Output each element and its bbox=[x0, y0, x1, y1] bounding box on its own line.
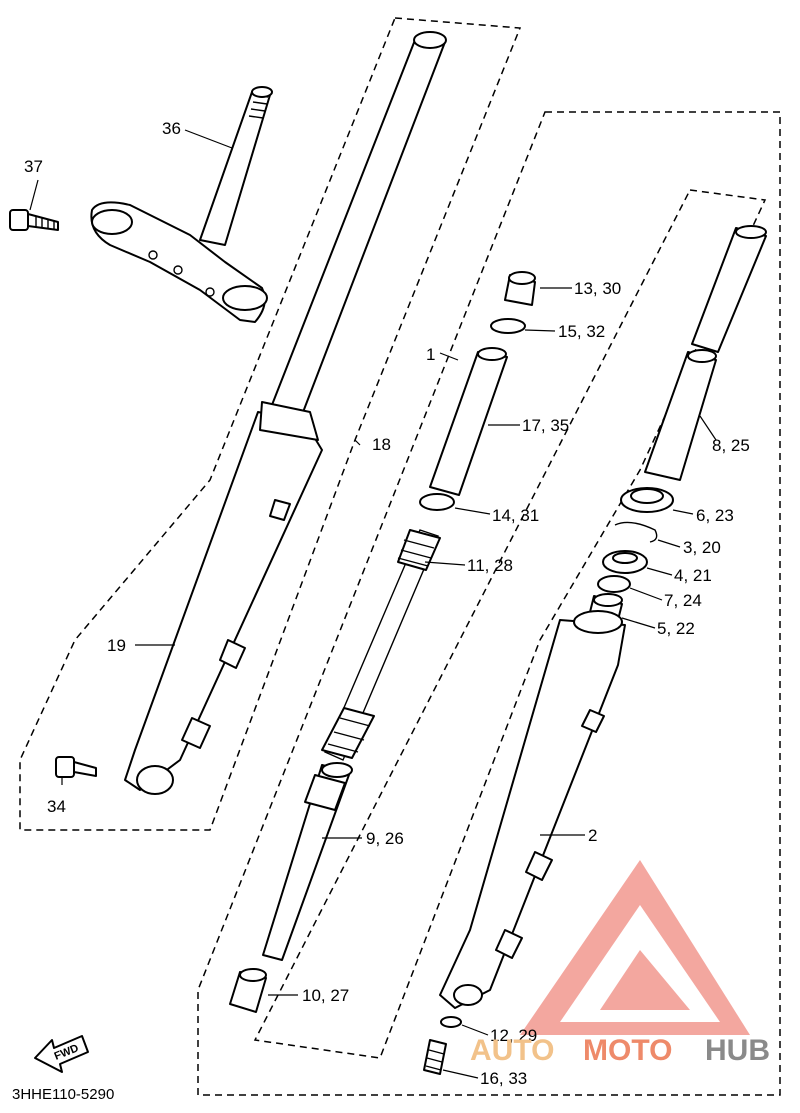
part-11-fork-spring bbox=[321, 529, 441, 761]
bracket-clamp-left bbox=[91, 209, 133, 235]
left-fork-boundary bbox=[19, 17, 522, 831]
part-3-circlip bbox=[614, 521, 658, 543]
part-12-gasket bbox=[440, 1016, 462, 1028]
part-15-o-ring bbox=[490, 318, 526, 334]
caliper-lug-2 bbox=[219, 639, 246, 669]
watermark-moto: MOTO bbox=[583, 1034, 672, 1067]
part-labels: 36 37 18 19 34 1 13, 30 15, 32 17, 35 14… bbox=[24, 119, 750, 1088]
outer-tube-lug-c bbox=[495, 929, 523, 959]
caliper-lug-3 bbox=[181, 717, 211, 749]
label-15-32: 15, 32 bbox=[558, 322, 605, 341]
label-6-23: 6, 23 bbox=[696, 506, 734, 525]
watermark-auto: AUTO bbox=[470, 1034, 554, 1067]
stem-shaft bbox=[199, 91, 271, 246]
watermark-text: AUTO MOTO HUB bbox=[470, 1034, 770, 1067]
part-10-spindle bbox=[229, 968, 267, 1013]
outer-tube-lug-b bbox=[525, 851, 553, 881]
dashed-boundaries bbox=[19, 17, 781, 1096]
part-17-spacer bbox=[429, 347, 508, 496]
part-19-outer-tube bbox=[124, 401, 323, 795]
label-11-28: 11, 28 bbox=[467, 556, 513, 575]
inner-parts-boundary bbox=[253, 189, 767, 1059]
part-34-bolt bbox=[55, 756, 97, 778]
label-13-30: 13, 30 bbox=[574, 279, 621, 298]
under-bracket bbox=[90, 201, 266, 323]
part-16-bolt bbox=[423, 1039, 447, 1075]
label-36: 36 bbox=[162, 119, 181, 138]
caliper-lug-1 bbox=[269, 499, 291, 521]
label-19: 19 bbox=[107, 636, 126, 655]
label-18: 18 bbox=[372, 435, 391, 454]
label-17-35: 17, 35 bbox=[522, 416, 569, 435]
fwd-arrow: FWD bbox=[34, 1035, 89, 1073]
part-36-steering-stem bbox=[90, 86, 273, 323]
part-37-bolt bbox=[9, 209, 59, 231]
part-2-outer-tube bbox=[439, 610, 626, 1009]
label-16-33: 16, 33 bbox=[480, 1069, 527, 1088]
part-4-oil-seal bbox=[602, 550, 648, 574]
part-8-tube bbox=[644, 225, 767, 481]
label-14-31: 14, 31 bbox=[492, 506, 539, 525]
bracket-clamp-right bbox=[222, 285, 268, 311]
label-8-25: 8, 25 bbox=[712, 436, 750, 455]
label-7-24: 7, 24 bbox=[664, 591, 702, 610]
watermark-hub: HUB bbox=[705, 1034, 770, 1067]
part-7-washer bbox=[597, 575, 631, 593]
watermark-triangle-core bbox=[600, 950, 690, 1010]
label-34: 34 bbox=[47, 797, 66, 816]
label-3-20: 3, 20 bbox=[683, 538, 721, 557]
right-fork-boundary bbox=[197, 111, 781, 1096]
stem-top bbox=[251, 86, 273, 98]
outer-tube-top-collar bbox=[259, 401, 319, 441]
label-10-27: 10, 27 bbox=[302, 986, 349, 1005]
leader-lines bbox=[29, 129, 717, 1079]
part-13-cap-bolt bbox=[504, 271, 536, 306]
label-37: 37 bbox=[24, 157, 43, 176]
part-18-inner-tube bbox=[269, 31, 447, 421]
label-12-29: 12, 29 bbox=[490, 1026, 537, 1045]
watermark-logo bbox=[520, 860, 750, 1035]
part-14-washer bbox=[419, 493, 455, 511]
outer-tube-lug-a bbox=[581, 709, 605, 733]
label-5-22: 5, 22 bbox=[657, 619, 695, 638]
label-4-21: 4, 21 bbox=[674, 566, 712, 585]
diagram-code: 3HHE110-5290 bbox=[12, 1086, 114, 1103]
label-2: 2 bbox=[588, 826, 597, 845]
part-6-dust-seal bbox=[620, 487, 674, 513]
part-9-damper-rod bbox=[262, 762, 353, 961]
label-1: 1 bbox=[426, 345, 435, 364]
label-9-26: 9, 26 bbox=[366, 829, 404, 848]
